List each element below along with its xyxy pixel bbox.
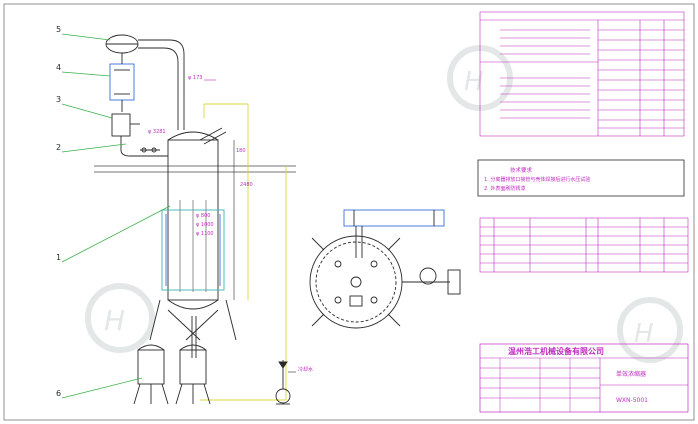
callout-3: 3 [56,95,61,104]
notes-line-1: 1. 分离器排放口接管与壳体焊接后进行水压试验 [484,176,590,183]
watermark-logo: H H H [85,45,683,363]
pump [275,360,291,405]
separator-4 [109,53,135,112]
notes-title: 技术要求 [510,166,533,174]
dim-2: φ 3281 [148,129,166,135]
company-name: 温州浩工机械设备有限公司 [508,346,604,356]
callout-6: 6 [56,389,61,398]
dim-6: 180 [236,148,246,154]
callout-leaders [61,33,171,399]
main-evaporator [149,92,237,358]
title-block: 温州浩工机械设备有限公司 单效浓缩器 WXN-5001 [479,343,689,413]
svg-text:H: H [464,67,484,97]
dim-5: φ 1100 [196,231,214,237]
water-inlet-label: 冷却水 [298,366,313,373]
receiver-3 [111,113,168,157]
collection-tanks-6 [133,344,211,405]
parameter-table [479,11,685,137]
sheet-border [3,3,695,421]
drawing-number: WXN-5001 [616,397,648,404]
dim-4: φ 1000 [196,222,214,228]
callout-5: 5 [56,25,61,34]
svg-text:H: H [104,304,125,337]
plan-view [309,209,461,329]
condenser-5 [105,34,185,92]
drawing-name: 单效浓缩器 [616,370,646,378]
parts-list-table [479,217,689,273]
callout-4: 4 [56,63,61,72]
callout-2: 2 [56,143,61,152]
pipe-2 [140,147,160,153]
callout-numbers: 5 4 3 2 1 6 [56,25,61,398]
dim-1: φ 173 [188,75,202,81]
svg-text:H: H [634,319,654,349]
notes-box: 技术要求 1. 分离器排放口接管与壳体焊接后进行水压试验 2. 外表面刷防锈漆 [477,159,685,197]
dimension-labels: φ 173 φ 3281 φ 800 φ 1000 φ 1100 180 248… [148,75,253,237]
notes-line-2: 2. 外表面刷防锈漆 [484,185,525,192]
callout-1: 1 [56,253,61,262]
dim-7: 2480 [240,182,253,188]
dim-3: φ 800 [196,213,210,219]
guide-lines [200,103,287,401]
